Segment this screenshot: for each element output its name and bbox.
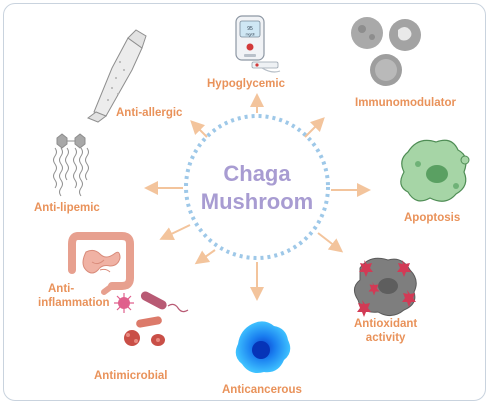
arrow-immunomodulator [304,117,325,138]
meter-reading: 95 [247,26,253,32]
center-title-line1: Chaga [223,161,291,186]
label-anticancerous: Anticancerous [222,384,302,396]
label-antioxidant: Antioxidant activity [354,317,417,345]
apoptosis-cell-icon [400,139,470,202]
arrow-antimicrobial [194,249,216,265]
glucometer-icon: 95 mg/dl [235,15,281,73]
center-title-line2: Mushroom [200,189,314,214]
label-antimicrobial: Antimicrobial [94,370,168,382]
label-anti-inflammation-line2: inflammation [38,297,110,309]
arrow-antioxidant [317,232,344,253]
meter-unit: mg/dl [246,33,255,37]
label-anti-inflammation: Anti- inflammation [38,282,110,310]
label-hypoglycemic: Hypoglycemic [207,78,285,90]
label-anti-allergic: Anti-allergic [116,107,183,119]
center-circle [184,114,330,260]
label-immunomodulator: Immunomodulator [355,97,456,109]
arrow-anti-inflammation [159,224,191,240]
label-apoptosis: Apoptosis [404,212,461,224]
arrow-anti-allergic [190,120,208,138]
lipid-icon [53,133,89,197]
label-anti-lipemic: Anti-lipemic [34,202,100,214]
label-antioxidant-line1: Antioxidant [354,318,418,330]
center-title: Chaga Mushroom [187,160,327,216]
label-anti-inflammation-line1: Anti- [48,283,75,295]
intestine-icon [68,232,134,295]
oxidative-cell-icon [354,257,417,317]
immune-cells-icon [351,17,421,86]
arm-icon [86,29,147,123]
label-antioxidant-line2: activity [365,332,406,344]
cancer-cell-icon [235,321,291,373]
microbes-icon [114,291,189,346]
arrows [144,93,371,301]
